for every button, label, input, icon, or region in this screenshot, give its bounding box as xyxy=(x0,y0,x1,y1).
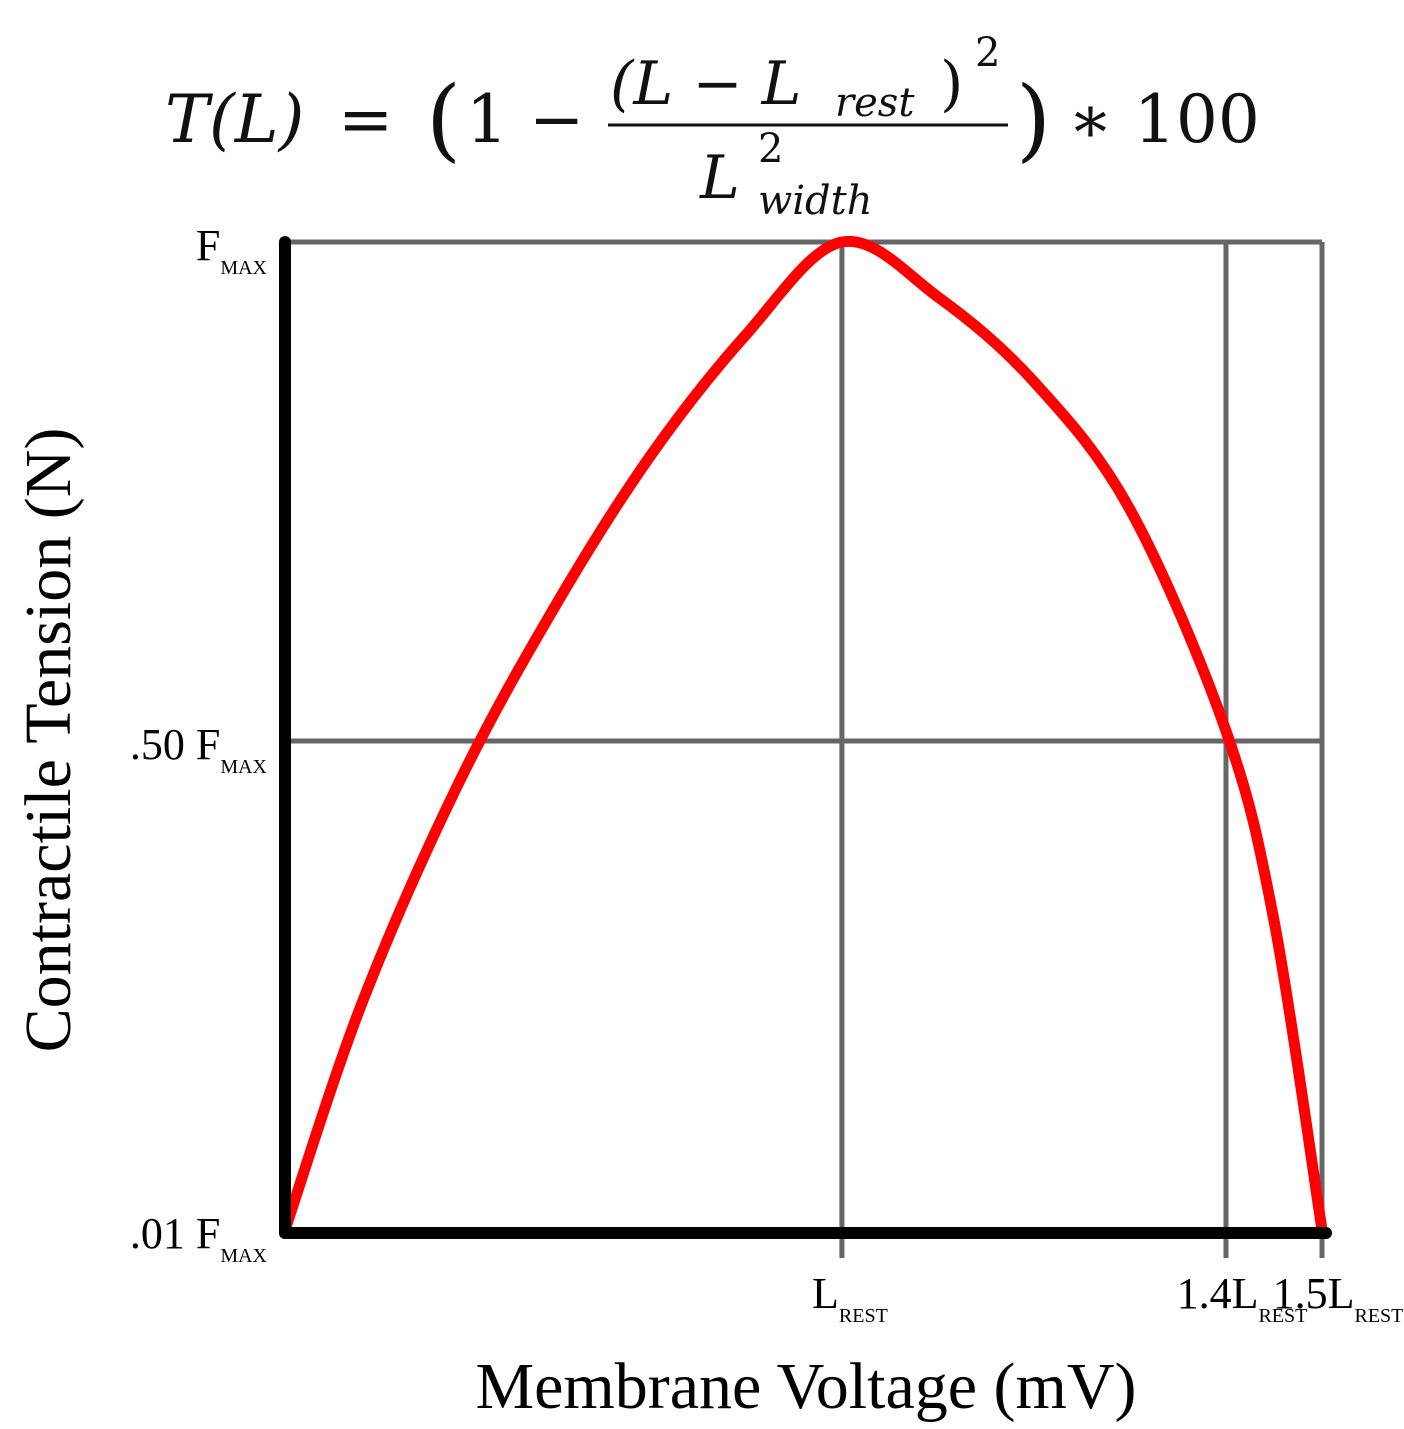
x-tick-main: 1.5L xyxy=(1273,1269,1355,1318)
series-line-0 xyxy=(279,235,1328,1236)
formula-equals: = xyxy=(338,81,393,158)
x-tick-sub: REST xyxy=(839,1305,888,1327)
axes xyxy=(279,236,1332,1239)
formula-open-paren: ( xyxy=(426,67,461,172)
y-tick-label: FMAX xyxy=(196,221,268,279)
formula-one-minus: 1 − xyxy=(466,81,584,158)
formula-denominator-sub: width xyxy=(758,178,872,224)
y-tick-sub: MAX xyxy=(220,257,267,279)
x-tick-label: LREST xyxy=(812,1269,888,1327)
y-tick-label: .01 FMAX xyxy=(130,1209,268,1267)
y-tick-label: .50 FMAX xyxy=(130,720,268,778)
x-tick-sub: REST xyxy=(1354,1305,1403,1327)
x-tick-label: 1.4LREST xyxy=(1177,1269,1308,1327)
x-tick-sub: REST xyxy=(1258,1305,1307,1327)
formula-numerator: (L − L xyxy=(610,49,802,119)
x-axis-label: Membrane Voltage (mV) xyxy=(475,1350,1136,1423)
x-tick-1: 1.4LREST xyxy=(1177,1269,1308,1327)
y-tick-sub: MAX xyxy=(220,1245,267,1267)
y-tick-2: .01 FMAX xyxy=(130,1209,268,1267)
formula-close-paren: ) xyxy=(1016,67,1051,172)
curve-layer xyxy=(279,235,1328,1236)
y-tick-main: F xyxy=(196,1209,220,1258)
x-tick-main: 1.4L xyxy=(1177,1269,1259,1318)
y-tick-main: F xyxy=(196,720,220,769)
formula-lhs: T(L) xyxy=(165,81,304,158)
formula-denominator: L xyxy=(699,143,740,213)
formula-numerator-close: ) xyxy=(940,49,963,119)
y-tick-prefix: .01 xyxy=(130,1209,196,1258)
formula-denominator-sup: 2 xyxy=(758,126,783,172)
x-tick-main: L xyxy=(812,1269,839,1318)
formula-numerator-sub: rest xyxy=(835,80,915,126)
formula: T(L) = ( 1 − (L − L rest ) 2 L 2 width )… xyxy=(165,30,1260,224)
x-tick-label: 1.5LREST xyxy=(1273,1269,1404,1327)
formula-numerator-sup: 2 xyxy=(975,30,1000,76)
x-tick-0: LREST xyxy=(812,1269,888,1327)
x-tick-2: 1.5LREST xyxy=(1273,1269,1404,1327)
y-tick-prefix: .50 xyxy=(130,720,196,769)
formula-times: ∗ 100 xyxy=(1068,81,1260,158)
y-tick-main: F xyxy=(196,221,220,270)
y-ticks: FMAX.50 FMAX.01 FMAX xyxy=(130,221,268,1267)
y-tick-sub: MAX xyxy=(220,756,267,778)
y-axis-label: Contractile Tension (N) xyxy=(12,428,85,1053)
grid xyxy=(285,239,1325,1258)
y-tick-1: .50 FMAX xyxy=(130,720,268,778)
y-tick-0: FMAX xyxy=(196,221,268,279)
